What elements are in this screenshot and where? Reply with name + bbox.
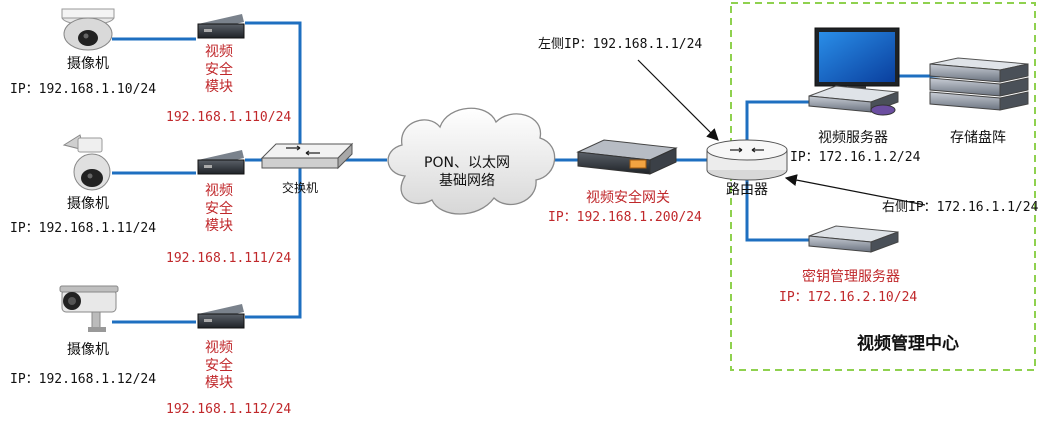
bullet-camera-icon	[59, 285, 119, 332]
storage-array-icon	[929, 57, 1029, 111]
dome-camera-icon	[61, 8, 115, 51]
ptz-camera-icon	[62, 134, 111, 191]
gateway-ip: IP：192.168.1.200/24	[548, 210, 702, 225]
camera-label-2: 摄像机	[67, 196, 109, 212]
gateway-icon	[576, 139, 678, 175]
switch-label: 交换机	[281, 181, 319, 195]
video-server-label: 视频服务器	[818, 130, 888, 146]
router-icon	[706, 139, 788, 181]
network-label-line1: PON、以太网	[424, 155, 510, 171]
module-label-1-line2: 安全	[205, 61, 233, 78]
storage-label: 存储盘阵	[950, 130, 1006, 146]
module-label-2-line3: 模块	[205, 218, 233, 234]
module-label-3: 视频 安全 模块	[205, 340, 233, 393]
management-center-box	[730, 2, 1036, 371]
module-icon-1	[197, 14, 245, 39]
module-label-1-line3: 模块	[205, 79, 233, 95]
key-server-icon	[808, 225, 899, 253]
module-label-2-line2: 安全	[205, 200, 233, 217]
camera-ip-2: IP：192.168.1.11/24	[10, 221, 157, 236]
right-ip-arrow	[784, 174, 926, 206]
camera-label-1: 摄像机	[67, 56, 109, 72]
gateway-label: 视频安全网关	[586, 190, 670, 206]
network-label-line2: 基础网络	[439, 172, 495, 189]
module-ip-1: 192.168.1.110/24	[166, 110, 292, 125]
video-server-ip: IP：172.16.1.2/24	[790, 150, 921, 165]
module-label-3-line2: 安全	[205, 357, 233, 374]
module-label-3-line1: 视频	[205, 340, 233, 356]
module-ip-2: 192.168.1.111/24	[166, 251, 292, 266]
key-server-ip: IP：172.16.2.10/24	[779, 290, 918, 305]
router-label: 路由器	[726, 182, 768, 198]
router-left-ip: 左侧IP：192.168.1.1/24	[538, 37, 703, 52]
camera-ip-3: IP：192.168.1.12/24	[10, 372, 157, 387]
video-server-icon	[808, 85, 899, 116]
left-ip-arrow	[637, 59, 719, 141]
module-ip-3: 192.168.1.112/24	[166, 402, 292, 417]
key-server-label: 密钥管理服务器	[802, 269, 900, 285]
cloud-icon	[387, 107, 556, 215]
module-label-1: 视频 安全 模块	[205, 44, 233, 97]
management-center-label: 视频管理中心	[857, 334, 959, 354]
switch-icon	[260, 142, 354, 170]
router-right-ip: 右侧IP：172.16.1.1/24	[882, 200, 1039, 215]
camera-label-3: 摄像机	[67, 342, 109, 358]
module-label-1-line1: 视频	[205, 44, 233, 60]
module-label-3-line3: 模块	[205, 375, 233, 391]
camera-ip-1: IP：192.168.1.10/24	[10, 82, 157, 97]
module-label-2-line1: 视频	[205, 183, 233, 199]
module-icon-3	[197, 304, 245, 329]
module-label-2: 视频 安全 模块	[205, 183, 233, 236]
monitor-icon	[814, 27, 900, 92]
network-label: PON、以太网 基础网络	[424, 155, 510, 190]
module-icon-2	[197, 150, 245, 175]
